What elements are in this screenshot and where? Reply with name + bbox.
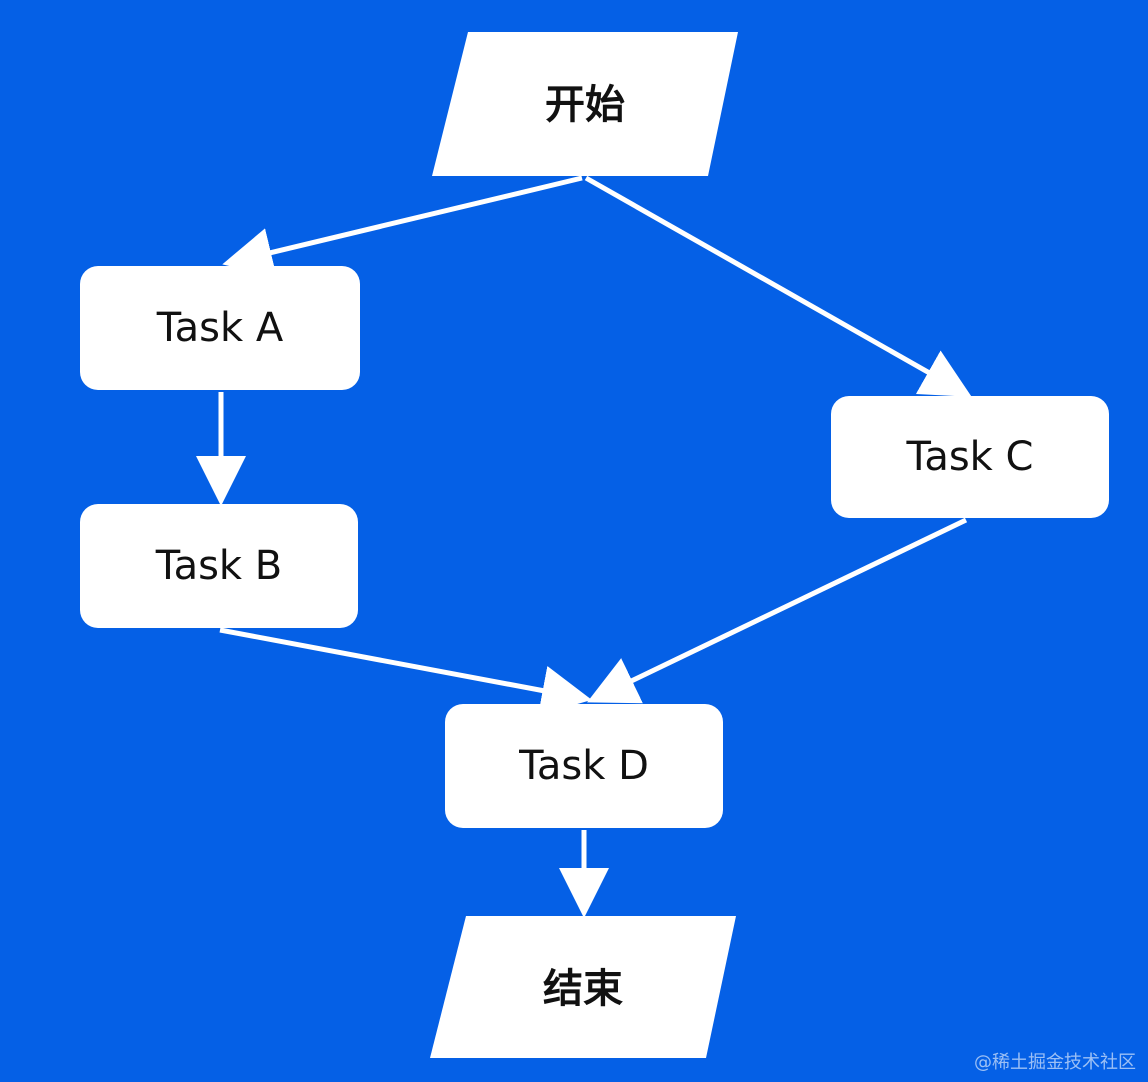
end-node: 结束 xyxy=(430,916,736,1058)
edge-start-to-task-c xyxy=(584,175,972,397)
task-b-label: Task B xyxy=(155,543,283,589)
task-b-node: Task B xyxy=(80,504,358,628)
edge-task-c-to-task-d xyxy=(586,517,968,704)
task-c-node: Task C xyxy=(831,396,1109,518)
edge-task-b-to-task-d xyxy=(219,627,592,716)
start-node-shape xyxy=(432,32,738,176)
end-node-shape xyxy=(430,916,736,1058)
task-a-label: Task A xyxy=(156,305,284,351)
start-node: 开始 xyxy=(432,32,738,176)
task-a-node: Task A xyxy=(80,266,360,390)
start-node-label: 开始 xyxy=(545,82,625,128)
task-d-label: Task D xyxy=(519,743,649,789)
watermark: @稀土掘金技术社区 xyxy=(974,1052,1136,1073)
edge-start-to-task-a xyxy=(222,175,583,277)
task-c-label: Task C xyxy=(906,434,1034,480)
end-node-label: 结束 xyxy=(543,966,623,1012)
task-d-node: Task D xyxy=(445,704,723,828)
